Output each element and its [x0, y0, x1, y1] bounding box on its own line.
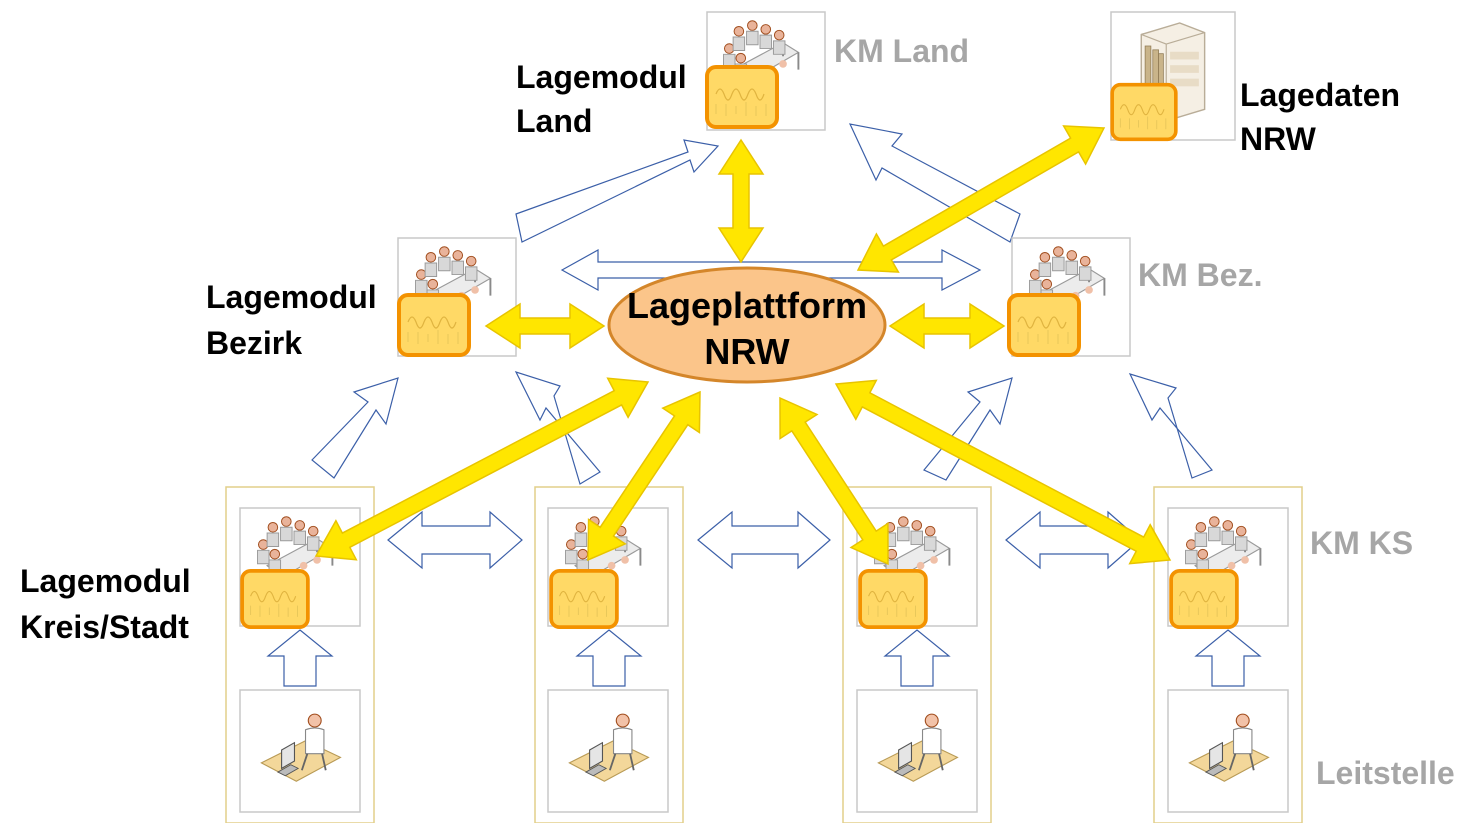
- km-land-label: KM Land: [834, 33, 969, 69]
- lagemodul-land-label-line1: Lagemodul: [516, 59, 687, 95]
- column-kreis-3: [842, 486, 992, 823]
- lagemodul-module-icon: [1007, 293, 1081, 357]
- hollow-arrow-bezirk-right-to-land: [848, 123, 1021, 243]
- column-kreis-2: [534, 486, 684, 823]
- yellow-arrow-bezirk-left: [484, 302, 606, 350]
- hollow-arrow-kreis-1-2: [387, 510, 523, 570]
- km-ks-label: KM KS: [1310, 525, 1413, 561]
- tile-leitstelle-3: [856, 689, 978, 813]
- lagemodul-module-icon: [397, 293, 471, 357]
- lagedaten-label-line2: NRW: [1240, 121, 1317, 157]
- hollow-arrow-kreis-2-3: [697, 510, 831, 570]
- lagemodul-module-icon: [549, 568, 619, 630]
- km-bezirk-label: KM Bez.: [1138, 257, 1262, 293]
- lagemodul-land-label-line2: Land: [516, 103, 592, 139]
- lagemodul-bezirk-label-line1: Lagemodul: [206, 279, 377, 315]
- tile-leitstelle-4: [1167, 689, 1289, 813]
- lagedaten-label-line1: Lagedaten: [1240, 77, 1400, 113]
- center-label-line2: NRW: [704, 331, 789, 372]
- lagemodul-kreis-label-line2: Kreis/Stadt: [20, 609, 189, 645]
- lagemodul-module-icon: [858, 568, 928, 630]
- yellow-arrow-kreis-3: [779, 396, 889, 566]
- hollow-arrows: [266, 123, 1262, 687]
- yellow-arrow-land: [717, 138, 765, 264]
- lageplattform-node: Lageplattform NRW: [607, 266, 887, 384]
- yellow-arrow-kreis-4: [834, 379, 1172, 565]
- hollow-arrow-leitstelle-1-up: [266, 629, 334, 687]
- hollow-arrow-kreis2-to-bezirk: [514, 370, 601, 485]
- lagemodul-kreis-label-line1: Lagemodul: [20, 563, 191, 599]
- yellow-arrow-bezirk-right: [888, 302, 1006, 350]
- hollow-arrow-bezirk-left-to-land: [515, 139, 720, 243]
- yellow-arrow-kreis-2: [587, 390, 701, 562]
- lagemodul-bezirk-label-line2: Bezirk: [206, 325, 302, 361]
- yellow-arrow-lagedaten: [856, 125, 1106, 273]
- hollow-arrow-leitstelle-2-up: [575, 629, 643, 687]
- column-kreis-4: [1153, 486, 1303, 823]
- hollow-arrow-kreis4-to-bezirk: [1128, 373, 1213, 479]
- yellow-arrow-kreis-1: [314, 377, 650, 561]
- hollow-arrow-kreis3-to-bezirk: [923, 377, 1013, 481]
- leitstelle-label: Leitstelle: [1316, 755, 1455, 791]
- yellow-arrows: [314, 125, 1172, 566]
- center-label-line1: Lageplattform: [627, 285, 867, 326]
- lagemodul-module-icon: [1169, 568, 1239, 630]
- hollow-arrow-leitstelle-4-up: [1194, 629, 1262, 687]
- lagemodul-module-icon: [240, 568, 310, 630]
- hollow-arrow-leitstelle-3-up: [883, 629, 951, 687]
- lagemodul-module-icon: [1110, 82, 1178, 142]
- lagemodul-module-icon: [705, 65, 779, 129]
- column-kreis-1: [225, 486, 375, 823]
- tile-leitstelle-1: [239, 689, 361, 813]
- tile-leitstelle-2: [547, 689, 669, 813]
- hollow-arrow-kreis1-to-bezirk: [311, 377, 399, 479]
